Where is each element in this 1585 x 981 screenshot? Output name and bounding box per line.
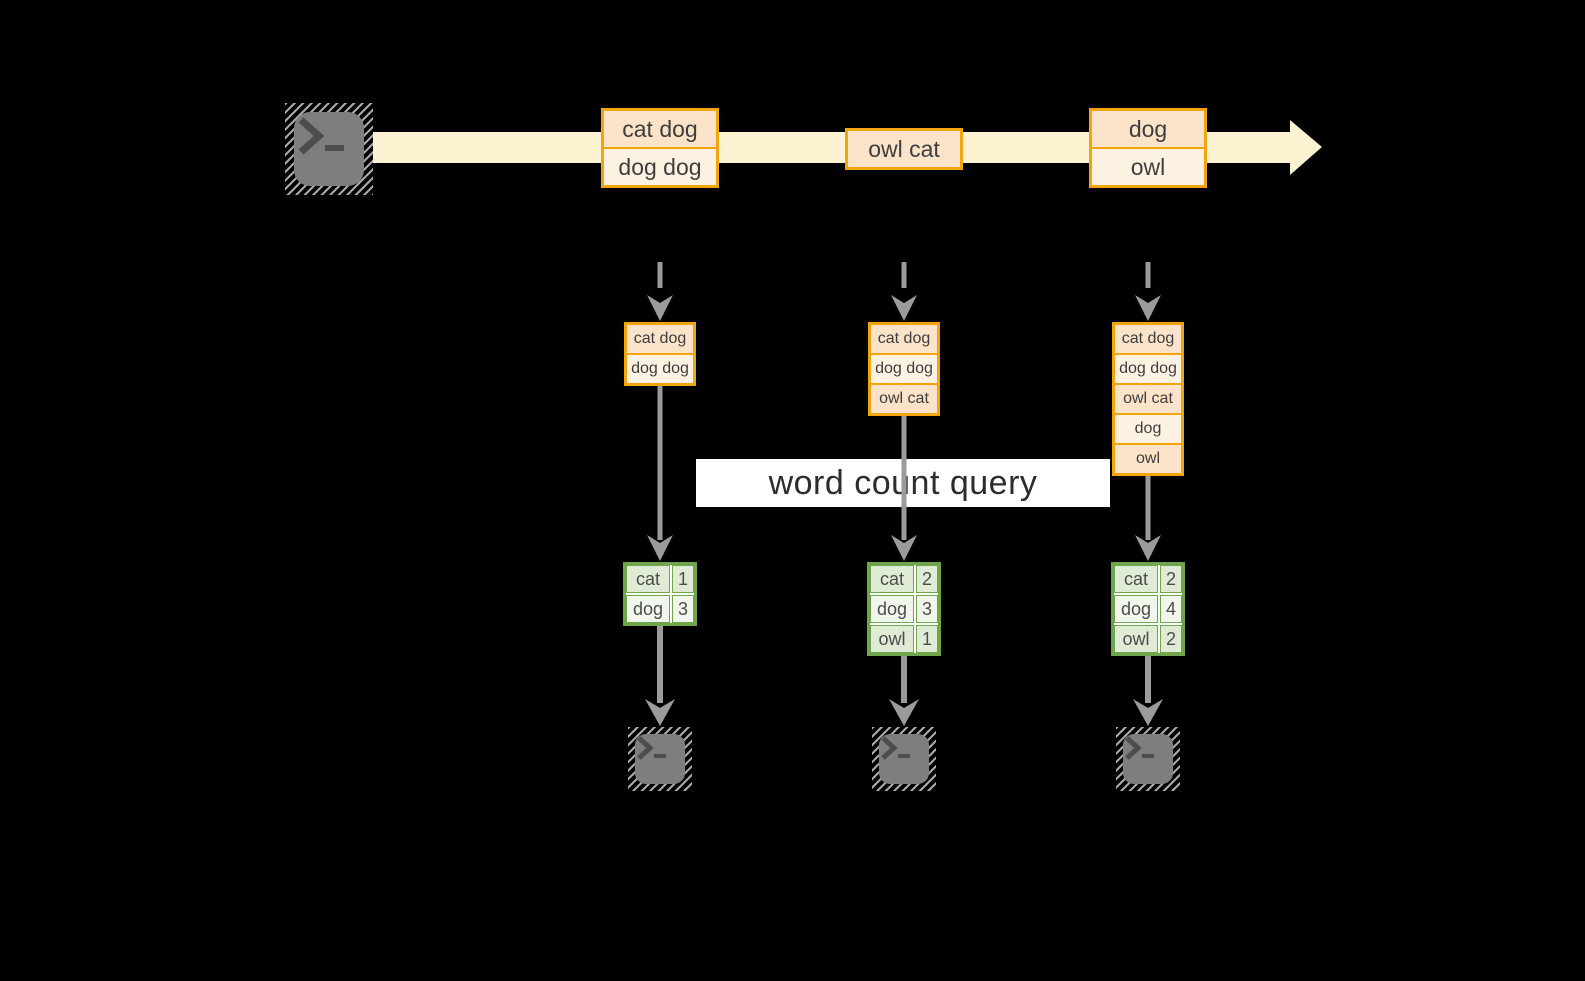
count-value: 2: [1160, 565, 1182, 593]
buffer-record: cat dog: [1115, 325, 1181, 353]
buffer-record: dog: [1115, 415, 1181, 443]
count-value: 3: [672, 595, 694, 623]
count-word: dog: [1114, 595, 1158, 623]
count-word: dog: [626, 595, 670, 623]
buffer-record: owl: [1115, 445, 1181, 473]
terminal-prompt-icon: [881, 736, 910, 760]
count-word: cat: [626, 565, 670, 593]
terminal-prompt-icon: [1125, 736, 1154, 760]
stream-record: owl cat: [848, 131, 960, 167]
buffer-record: owl cat: [871, 385, 937, 413]
count-value: 1: [916, 625, 938, 653]
count-word: dog: [870, 595, 914, 623]
count-word: cat: [1114, 565, 1158, 593]
sink-terminal-icon-2: [872, 727, 936, 791]
word-count-table-3: cat 2 dog 4 owl 2: [1111, 562, 1185, 656]
count-value: 2: [1160, 625, 1182, 653]
stream-record-box-1: cat dog dog dog: [601, 108, 719, 188]
buffer-record: dog dog: [627, 355, 693, 383]
count-value: 1: [672, 565, 694, 593]
terminal-prompt-icon: [637, 736, 666, 760]
count-value: 2: [916, 565, 938, 593]
result-arrow: [647, 386, 1161, 561]
buffer-record: cat dog: [627, 325, 693, 353]
stream-record: cat dog: [604, 111, 716, 147]
buffer-record: dog dog: [871, 355, 937, 383]
count-value: 3: [916, 595, 938, 623]
sink-terminal-icon-3: [1116, 727, 1180, 791]
stream-buffer-box-3: cat dog dog dog owl cat dog owl: [1112, 322, 1184, 476]
stream-buffer-box-2: cat dog dog dog owl cat: [868, 322, 940, 416]
word-count-table-2: cat 2 dog 3 owl 1: [867, 562, 941, 656]
source-terminal-icon: [285, 103, 373, 195]
count-word: owl: [1114, 625, 1158, 653]
buffer-record: cat dog: [871, 325, 937, 353]
ingest-arrow-dashed: [647, 262, 1161, 321]
buffer-record: owl cat: [1115, 385, 1181, 413]
stream-record-box-3: dog owl: [1089, 108, 1207, 188]
count-word: cat: [870, 565, 914, 593]
stream-record: dog: [1092, 111, 1204, 147]
stream-record-box-2: owl cat: [845, 128, 963, 170]
buffer-record: dog dog: [1115, 355, 1181, 383]
word-count-table-1: cat 1 dog 3: [623, 562, 697, 626]
count-word: owl: [870, 625, 914, 653]
count-value: 4: [1160, 595, 1182, 623]
sink-terminal-icon-1: [628, 727, 692, 791]
stream-buffer-box-1: cat dog dog dog: [624, 322, 696, 386]
terminal-prompt-icon: [298, 117, 344, 155]
stream-record: owl: [1092, 149, 1204, 185]
stream-record: dog dog: [604, 149, 716, 185]
emit-arrow: [645, 626, 1163, 726]
